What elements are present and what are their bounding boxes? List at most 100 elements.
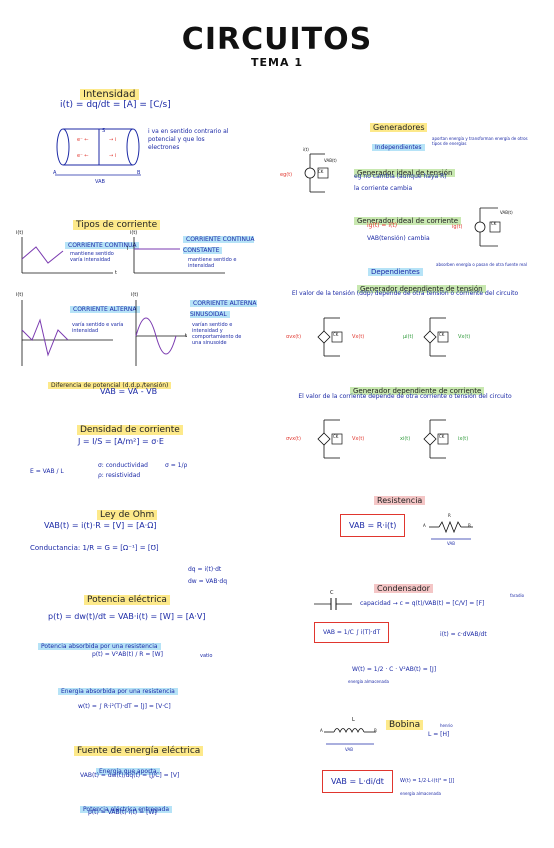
axis-i-ca: i(t) <box>16 292 24 298</box>
densidad-rho: ρ: resistividad <box>98 472 141 479</box>
label-b: B <box>137 170 141 176</box>
bobina-heading: Bobina <box>386 712 424 731</box>
conductor-diagram: e⁻ ← e⁻ ← → i → i <box>55 128 141 176</box>
capacitor-diagram <box>314 598 352 610</box>
potencia-heading: Potencia eléctrica <box>84 587 170 606</box>
graph-ca <box>21 300 113 366</box>
depC-diagram-1 <box>317 419 343 459</box>
ohm-heading: Ley de Ohm <box>97 502 158 521</box>
independientes-note: aportan energía y transforman energía de… <box>432 136 528 146</box>
densidad-e: E = VAB / L <box>30 468 64 475</box>
bobina-energia: W(t) = 1/2·L·i(t)² = [J] <box>400 778 455 784</box>
generadores-heading: Generadores <box>370 115 428 134</box>
depC-tag: Generador dependiente de corriente <box>350 378 485 397</box>
inductor-b: B <box>374 728 377 733</box>
ck-current: CK <box>491 221 497 226</box>
potencia-res-unit: vatio <box>200 653 213 659</box>
inductor-l: L <box>352 717 355 723</box>
axis-t-cas: t <box>185 333 187 339</box>
desc-cas: varían sentido e intensidad y comportami… <box>192 322 242 346</box>
svx-label: σvx(t) <box>286 436 301 442</box>
intensidad-heading: Intensidad <box>80 82 139 101</box>
fuente-pot-formula: p(t) = VAB(t)·i(t) = [W] <box>88 809 157 816</box>
potencia-energia-tag: Energía absorbida por una resistencia <box>58 678 178 697</box>
resistor-diagram <box>429 520 473 540</box>
ck-depT-2: CK <box>439 332 445 337</box>
eg-label: eg(t) <box>280 172 293 178</box>
resistencia-heading: Resistencia <box>374 488 426 507</box>
tension-l1: eg no cambia (aunque haya R) <box>354 173 447 180</box>
tag-cas: CORRIENTE ALTERNA SINUSOIDAL <box>190 300 257 318</box>
resistor-a: A <box>423 523 426 528</box>
avx-label: αvx(t) <box>286 334 302 340</box>
axis-i-cc: i(t) <box>16 230 24 236</box>
graph-ccc <box>133 237 225 274</box>
potencia-res-formula: p(t) = V²AB(t) / R = [W] <box>92 651 163 658</box>
condensador-formula-box: VAB = 1/C ∫ i(T)·dT <box>314 622 390 643</box>
independientes-tag: Independientes <box>372 134 425 153</box>
vab-current: VAB(t) <box>500 210 513 215</box>
ck-depC-2: CK <box>439 434 445 439</box>
desc-ca: varía sentido e varía intensidad <box>72 322 124 334</box>
potencia-formula: p(t) = dw(t)/dt = VAB·i(t) = [W] = [A·V] <box>48 612 206 621</box>
vx-label-1: Vx(t) <box>352 334 365 340</box>
inductor-vab: VAB <box>345 747 353 752</box>
xix-label: xi(t) <box>400 436 411 442</box>
potencia-side1: dq = i(t)·dt <box>188 566 222 573</box>
corriente-l2: VAB(tensión) cambia <box>367 235 430 242</box>
axis-i-ccc: i(t) <box>130 230 138 236</box>
depT-diagram-2 <box>423 317 449 357</box>
tag-ccc: CORRIENTE CONTINUA CONSTANTE <box>183 236 255 254</box>
axis-t-cc: t <box>115 270 117 276</box>
henrio-label: henrio <box>440 723 453 728</box>
desc-ccc: mantiene sentido e intensidad <box>188 257 237 269</box>
page-title: CIRCUITOS <box>181 22 373 57</box>
intensidad-note: i va en sentido contrario al potencial y… <box>148 128 229 151</box>
ohm-conductancia: Conductancia: 1/R = G = [Ω⁻¹] = [℧] <box>30 544 159 552</box>
ck-depC-1: CK <box>333 434 339 439</box>
potencia-side2: dw = VAB·dq <box>188 578 228 585</box>
condensador-heading: Condensador <box>374 576 433 595</box>
svg-text:e⁻ ←: e⁻ ← <box>77 137 89 143</box>
potencia-energia-formula: w(t) = ∫ R·i²(T)·dT = [J] = [V·C] <box>78 703 171 710</box>
dependientes-tag: Dependientes <box>368 259 423 278</box>
tension-tag: Generador ideal de tensión <box>354 160 456 179</box>
potencia-res-tag: Potencia absorbida por una resistencia <box>38 633 161 652</box>
inductor-diagram <box>324 728 376 745</box>
capacidad-formula: capacidad → c = q(t)/VAB(t) = [C/V] = [F… <box>360 600 485 607</box>
label-a: A <box>53 170 57 176</box>
desc-cc: mantiene sentido varía intensidad <box>70 251 114 263</box>
bobina-formula-box: VAB = L·di/dt <box>322 770 393 793</box>
densidad-sigma: σ: conductividad <box>98 462 148 469</box>
depT-tag: Generador dependiente de tensión <box>357 276 486 295</box>
fuente-pot-tag: Potencia eléctrica entregada <box>80 796 173 815</box>
depC-diagram-2 <box>423 419 449 459</box>
tag-ca: CORRIENTE ALTERNA <box>70 296 140 315</box>
ck-voltage: CK <box>318 169 324 174</box>
depT-diagram-1 <box>317 317 343 357</box>
tension-l2: la corriente cambia <box>354 185 413 192</box>
ddp-heading: Diferencia de potencial (d.d.p./tensión) <box>48 372 172 391</box>
capacitor-c: C <box>330 590 334 596</box>
condensador-it: i(t) = c·dVAB/dt <box>440 631 487 638</box>
densidad-sigma-rho: σ = 1/ρ <box>165 462 188 469</box>
inductor-a: A <box>320 728 323 733</box>
tag-cc: CORRIENTE CONTINUA <box>65 232 140 251</box>
densidad-heading: Densidad de corriente <box>77 417 183 436</box>
depC-desc: El valor de la corriente depende de otra… <box>298 393 512 400</box>
svg-text:→ i: → i <box>109 153 116 159</box>
intensidad-formula: i(t) = dq/dt = [A] = [C/s] <box>60 100 171 110</box>
bobina-unit: L = [H] <box>428 731 450 738</box>
ix-label: ix(t) <box>458 436 469 442</box>
voltage-source-diagram <box>304 153 329 193</box>
fuente-heading: Fuente de energía eléctrica <box>74 738 204 757</box>
vx-label-2: Vx(t) <box>458 334 471 340</box>
it-voltage: i(t) <box>303 147 309 152</box>
graph-cc <box>21 237 113 274</box>
current-source-diagram <box>474 207 501 247</box>
axis-I-ccc: I <box>127 246 129 252</box>
dependientes-note: absorben energía o pasan de otra fuente … <box>436 262 527 267</box>
ck-depT-1: CK <box>333 332 339 337</box>
densidad-formula: J = I/S = [A/m²] = σ·E <box>78 437 164 446</box>
svg-text:→ i: → i <box>109 137 116 143</box>
